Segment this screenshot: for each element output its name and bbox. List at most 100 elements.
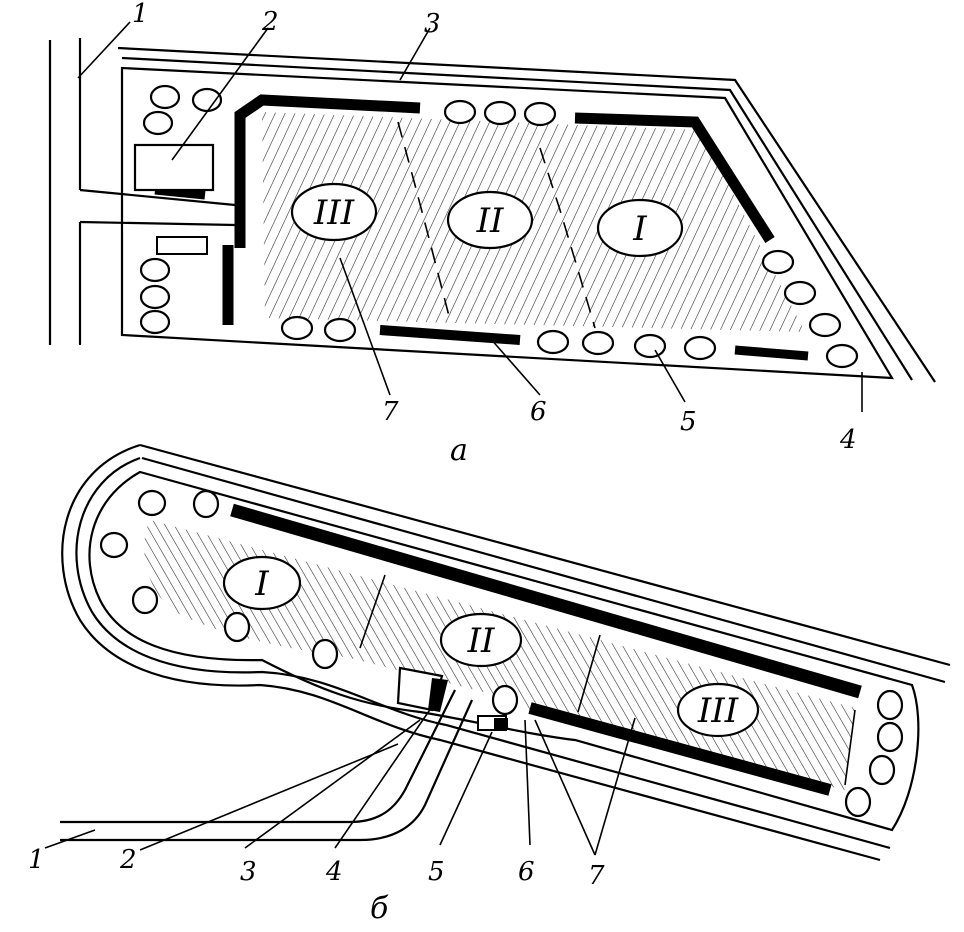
fence bbox=[88, 470, 920, 832]
storage-bar bbox=[379, 325, 521, 345]
leader-line bbox=[77, 21, 131, 79]
leader-line bbox=[534, 719, 596, 856]
oval-marker bbox=[761, 249, 795, 275]
oval-marker bbox=[491, 684, 519, 716]
oval-marker bbox=[149, 84, 181, 110]
label-5: 5 bbox=[680, 407, 697, 437]
hatched-area bbox=[262, 112, 805, 332]
zone-ellipse bbox=[676, 682, 760, 738]
section-divider bbox=[397, 121, 451, 321]
label-1: 1 bbox=[28, 845, 45, 875]
leader-line bbox=[334, 694, 441, 849]
storage-bar bbox=[734, 345, 809, 361]
label-3: 3 bbox=[240, 857, 257, 887]
oval-marker bbox=[808, 312, 842, 338]
storage-bar bbox=[574, 112, 775, 243]
oval-marker bbox=[223, 611, 251, 643]
label-1: 1 bbox=[132, 0, 149, 29]
label-4: 4 bbox=[325, 857, 343, 887]
oval-marker bbox=[844, 786, 872, 818]
outer-road bbox=[141, 456, 946, 684]
oval-marker bbox=[192, 489, 220, 519]
outer-road bbox=[117, 46, 936, 383]
oval-marker bbox=[443, 99, 477, 125]
leader-line bbox=[489, 337, 541, 396]
zone-ellipse bbox=[439, 612, 523, 668]
oval-marker bbox=[876, 721, 904, 753]
leader-line bbox=[44, 829, 96, 849]
section-divider bbox=[844, 709, 856, 786]
zone-label: I bbox=[254, 564, 269, 604]
oval-marker bbox=[633, 333, 667, 359]
storage-bar bbox=[230, 503, 862, 699]
oval-marker bbox=[825, 343, 859, 369]
outer-road bbox=[139, 443, 951, 667]
outer-road bbox=[61, 443, 881, 862]
zone-label: III bbox=[697, 691, 739, 731]
label-3: 3 bbox=[424, 9, 441, 39]
label-6: 6 bbox=[518, 857, 535, 887]
caption-b: б bbox=[370, 891, 389, 926]
outer-road bbox=[121, 56, 913, 381]
section-divider bbox=[577, 634, 601, 713]
leader-line bbox=[654, 349, 686, 403]
oval-marker bbox=[876, 689, 904, 721]
fence bbox=[120, 66, 895, 380]
leader-line bbox=[339, 257, 391, 396]
section-divider bbox=[359, 574, 386, 649]
oval-marker bbox=[581, 330, 615, 356]
entry-road bbox=[60, 689, 456, 824]
entry-road bbox=[79, 188, 236, 207]
label-4: 4 bbox=[839, 425, 857, 455]
label-7: 7 bbox=[382, 397, 399, 427]
oval-marker bbox=[783, 280, 817, 306]
storage-bar bbox=[234, 94, 421, 248]
leader-line bbox=[399, 27, 431, 81]
oval-marker bbox=[483, 100, 517, 126]
entry-road bbox=[79, 220, 236, 227]
oval-marker bbox=[868, 754, 896, 786]
oval-marker bbox=[191, 87, 223, 113]
entry-road bbox=[60, 699, 474, 842]
zone-ellipse bbox=[290, 182, 378, 242]
oval-marker bbox=[142, 110, 174, 136]
zone-label: II bbox=[467, 621, 495, 661]
zone-ellipse bbox=[222, 555, 302, 611]
oval-marker bbox=[536, 329, 570, 355]
oval-marker bbox=[139, 284, 171, 310]
zone-label: III bbox=[313, 193, 355, 233]
building-shade bbox=[428, 678, 448, 712]
zone-ellipse bbox=[596, 198, 684, 258]
oval-marker bbox=[139, 309, 171, 335]
zone-ellipse bbox=[446, 190, 534, 250]
section-divider bbox=[539, 147, 596, 329]
oval-marker bbox=[139, 257, 171, 283]
outer-road bbox=[75, 456, 891, 850]
leader-line bbox=[594, 717, 636, 856]
oval-marker bbox=[323, 317, 357, 343]
oval-marker bbox=[311, 638, 339, 670]
oval-marker bbox=[683, 335, 717, 361]
oval-marker bbox=[99, 531, 129, 559]
caption-a: а bbox=[450, 433, 468, 468]
oval-marker bbox=[137, 489, 167, 517]
label-7: 7 bbox=[588, 861, 605, 891]
storage-bar bbox=[528, 702, 832, 796]
diagram-a: III II I 1 2 3 4 5 6 7 а bbox=[48, 0, 936, 468]
oval-marker bbox=[523, 101, 557, 127]
leader-line bbox=[524, 719, 531, 846]
small-building-shade bbox=[494, 718, 508, 730]
leader-line bbox=[244, 719, 421, 849]
label-5: 5 bbox=[428, 857, 445, 887]
leader-line bbox=[171, 27, 269, 161]
zone-label: I bbox=[632, 209, 647, 249]
leader-line bbox=[439, 731, 493, 846]
zone-label: II bbox=[476, 201, 504, 241]
small-building bbox=[156, 236, 208, 255]
label-2: 2 bbox=[261, 7, 279, 37]
diagram-b: I II III 1 2 3 4 5 6 7 б bbox=[28, 443, 951, 926]
building bbox=[133, 143, 215, 192]
oval-marker bbox=[131, 585, 159, 615]
